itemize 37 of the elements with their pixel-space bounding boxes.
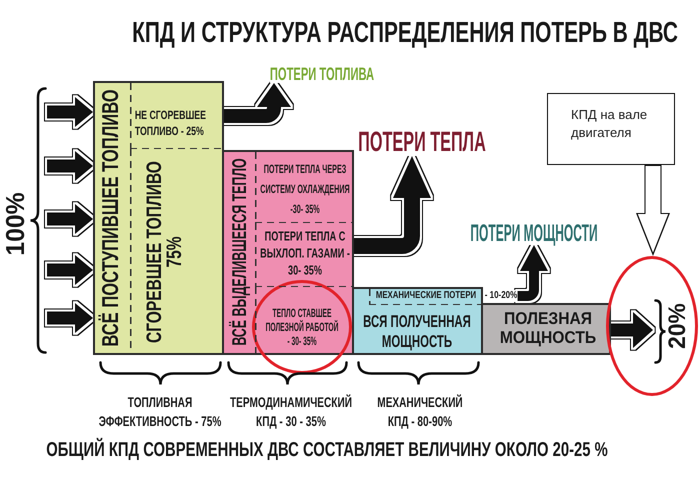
block-arrow [47, 97, 93, 127]
fuel-column [93, 81, 224, 355]
power-bar [352, 287, 483, 355]
loss-heading: ПОТЕРИ МОЩНОСТИ [470, 223, 598, 245]
loss-heading: ПОТЕРИ ТОПЛИВА [270, 65, 374, 83]
heat-loss-section [255, 152, 352, 223]
hollow-arrow [636, 165, 670, 256]
title: КПД И СТРУКТУРА РАСПРЕДЕЛЕНИЯ ПОТЕРЬ В ДВС [132, 16, 678, 50]
section-label: НЕ СГОРЕВШЕЕ ТОПЛИВО - 25% [134, 107, 207, 139]
block-arrow [47, 303, 93, 333]
mechanical-loss-section [369, 289, 481, 305]
bracket-label: ТЕРМОДИНАМИЧЕСКИЙ КПД - 30 - 35% [229, 393, 353, 431]
block-arrow [47, 204, 93, 234]
section-label: ПОТЕРИ ТЕПЛА ЧЕРЕЗ СИСТЕМУ ОХЛАЖДЕНИЯ -30- 35% [259, 161, 351, 218]
percent-label: - 10-20% [484, 290, 518, 302]
bar-label: ПОЛЕЗНАЯ МОЩНОСТЬ [498, 309, 598, 347]
bar-label: ВСЯ ПОЛУЧЕННАЯ МОЩНОСТЬ [362, 312, 472, 352]
caption: ОБЩИЙ КПД СОВРЕМЕННЫХ ДВС СОСТАВЛЯЕТ ВЕЛИЧИНУ ОКОЛО 20-25 % [46, 439, 608, 461]
heat-loss-section [255, 223, 352, 287]
column-label: ВСЁ ПОСТУПИВШЕЕ ТОПЛИВО [98, 89, 122, 347]
section-label: МЕХАНИЧЕСКИЕ ПОТЕРИ [376, 290, 476, 302]
section-label: СГОРЕВШЕЕ ТОПЛИВО 75% [145, 160, 185, 345]
percent-label: 100% [3, 192, 27, 256]
section-label: ПОТЕРИ ТЕПЛА С ВЫХЛОП. ГАЗАМИ - 30- 35% [259, 228, 351, 278]
highlight-circle [606, 256, 698, 396]
note-text: КПД на вале двигателя [571, 106, 648, 142]
block-arrow [47, 151, 93, 181]
block-arrow [611, 312, 653, 348]
note-box [547, 93, 675, 165]
bracket-label: ТОПЛИВНАЯ ЭФФЕКТИВНОСТЬ - 75% [98, 393, 222, 431]
block-arrow [352, 156, 431, 254]
column-label: ВСЁ ВЫДЕЛИВШЕЕСЯ ТЕПЛО [229, 158, 251, 346]
useful-power-bar [481, 303, 611, 355]
block-arrow [222, 83, 291, 123]
bracket-label: МЕХАНИЧЕСКИЙ КПД - 80-90% [376, 393, 464, 431]
unburnt-fuel-section [130, 83, 222, 149]
section-label: ТЕПЛО СТАВШЕЕ ПОЛЕЗНОЙ РАБОТОЙ - 30- 35% [264, 306, 340, 348]
